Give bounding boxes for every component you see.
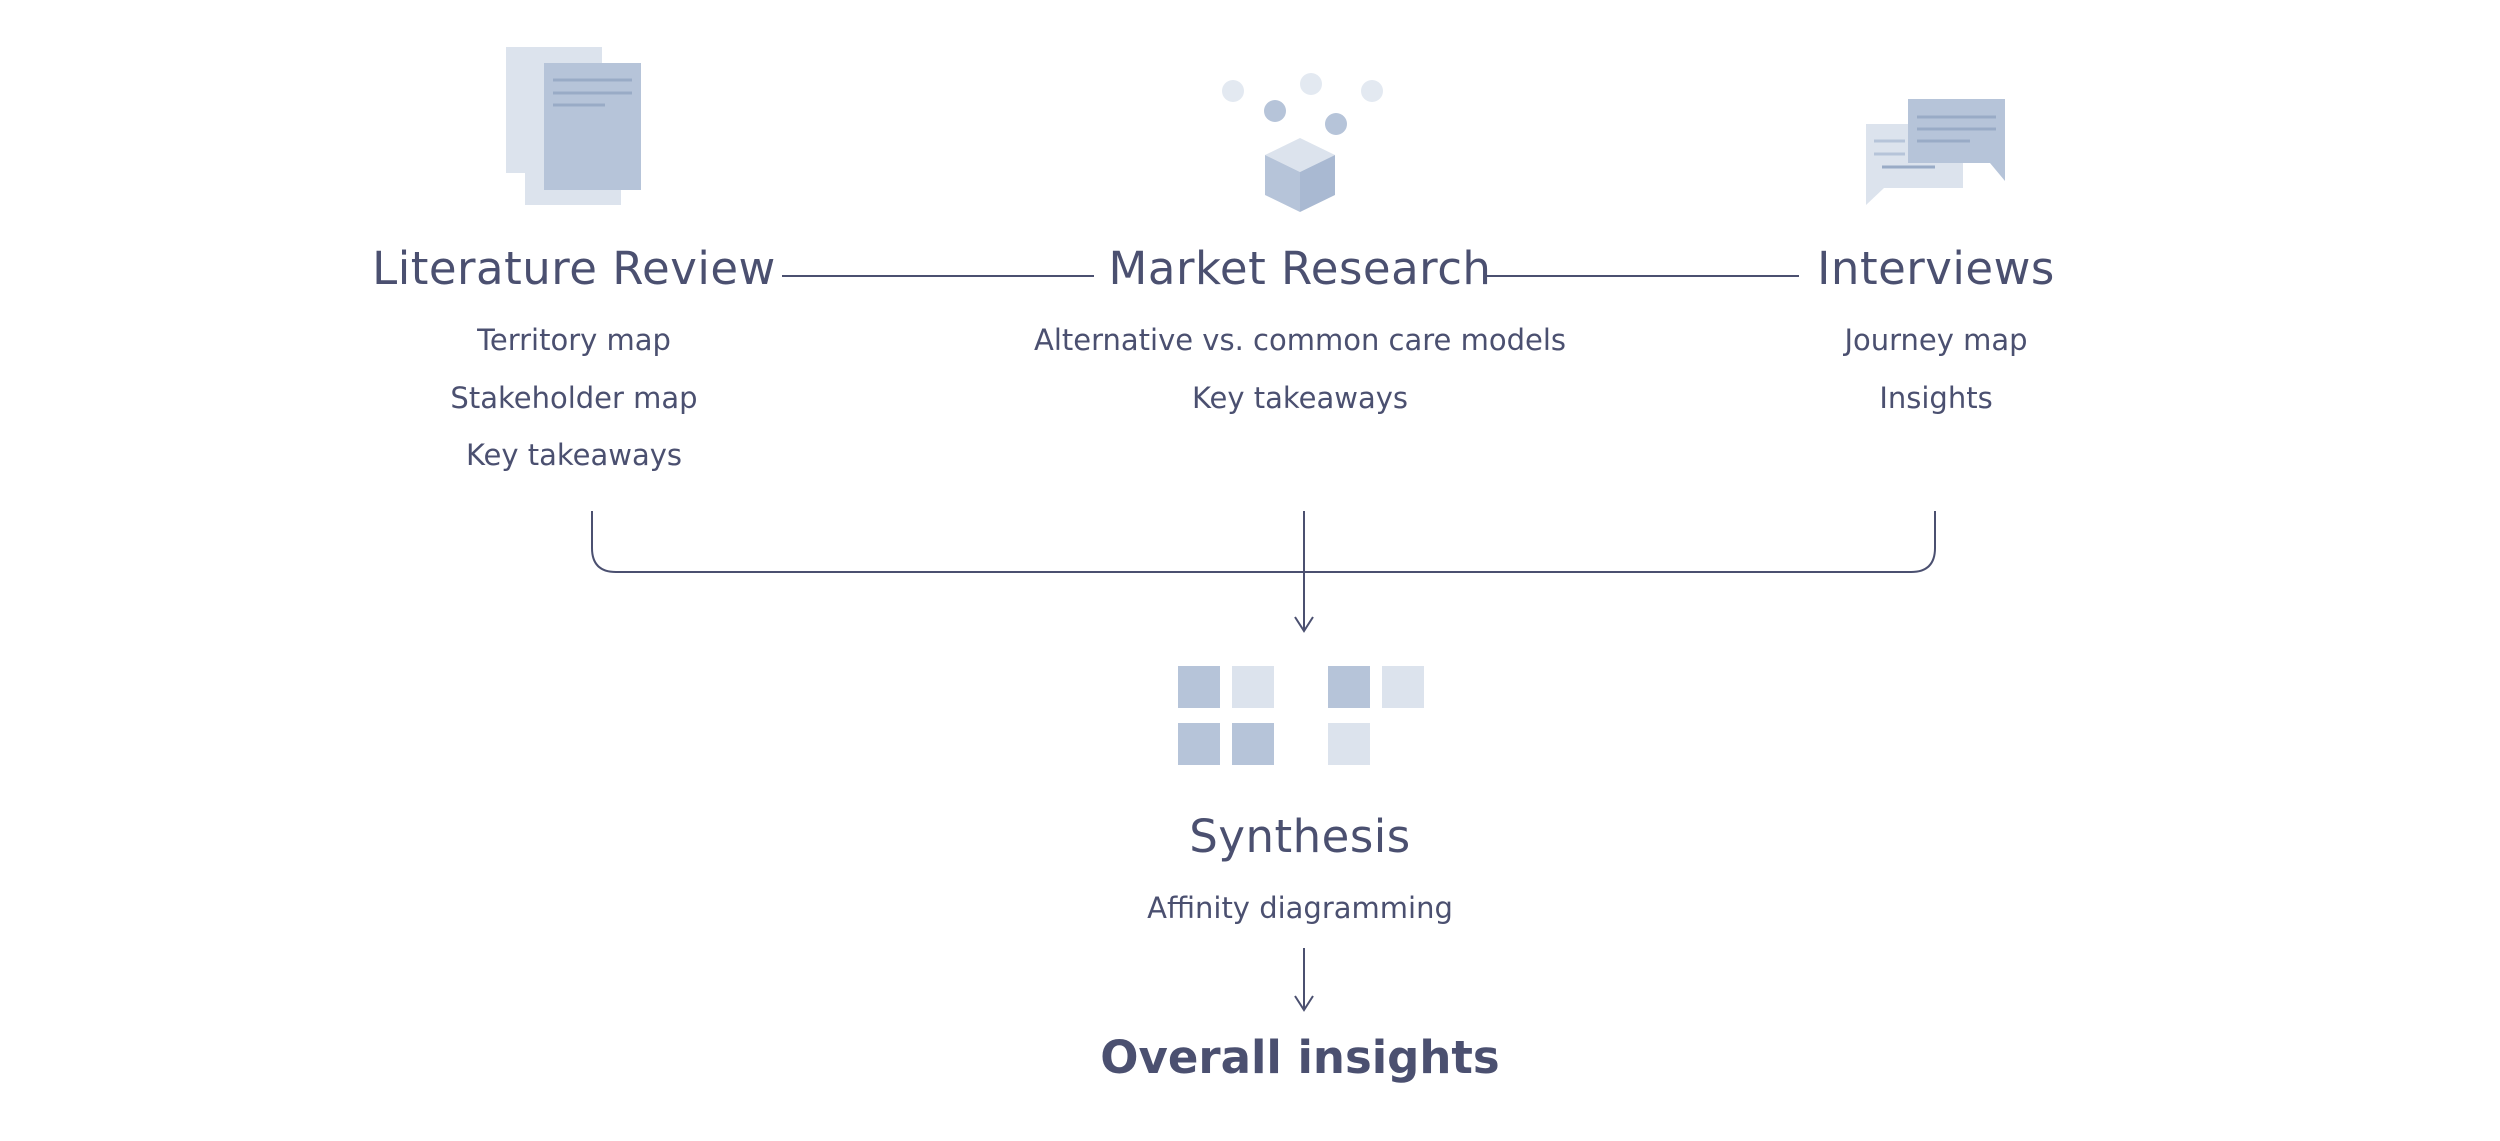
affinity-grid-icon	[1178, 666, 1424, 765]
literature-review-item: Territory map	[477, 323, 671, 357]
merge-bracket	[591, 511, 1936, 573]
chat-bubbles-icon	[1866, 99, 2005, 205]
literature-review-title: Literature Review	[372, 242, 776, 295]
result-arrow-head	[1294, 995, 1314, 1012]
documents-icon	[506, 47, 641, 205]
cube-icon	[1222, 73, 1383, 212]
merge-arrow-head	[1294, 616, 1314, 633]
market-research-item: Key takeaways	[1191, 381, 1409, 415]
literature-review-item: Stakeholder map	[450, 381, 698, 415]
interviews-title: Interviews	[1817, 242, 2055, 295]
market-research-title: Market Research	[1108, 242, 1492, 295]
synthesis-item: Affinity diagramming	[1147, 891, 1453, 925]
market-research-item: Alternative vs. common care models	[1033, 323, 1567, 357]
interviews-item: Insights	[1879, 381, 1993, 415]
synthesis-title: Synthesis	[1189, 810, 1411, 863]
interviews-item: Journey map	[1844, 323, 2028, 357]
overall-insights-title: Overall insights	[1100, 1031, 1500, 1084]
literature-review-item: Key takeaways	[465, 438, 683, 472]
